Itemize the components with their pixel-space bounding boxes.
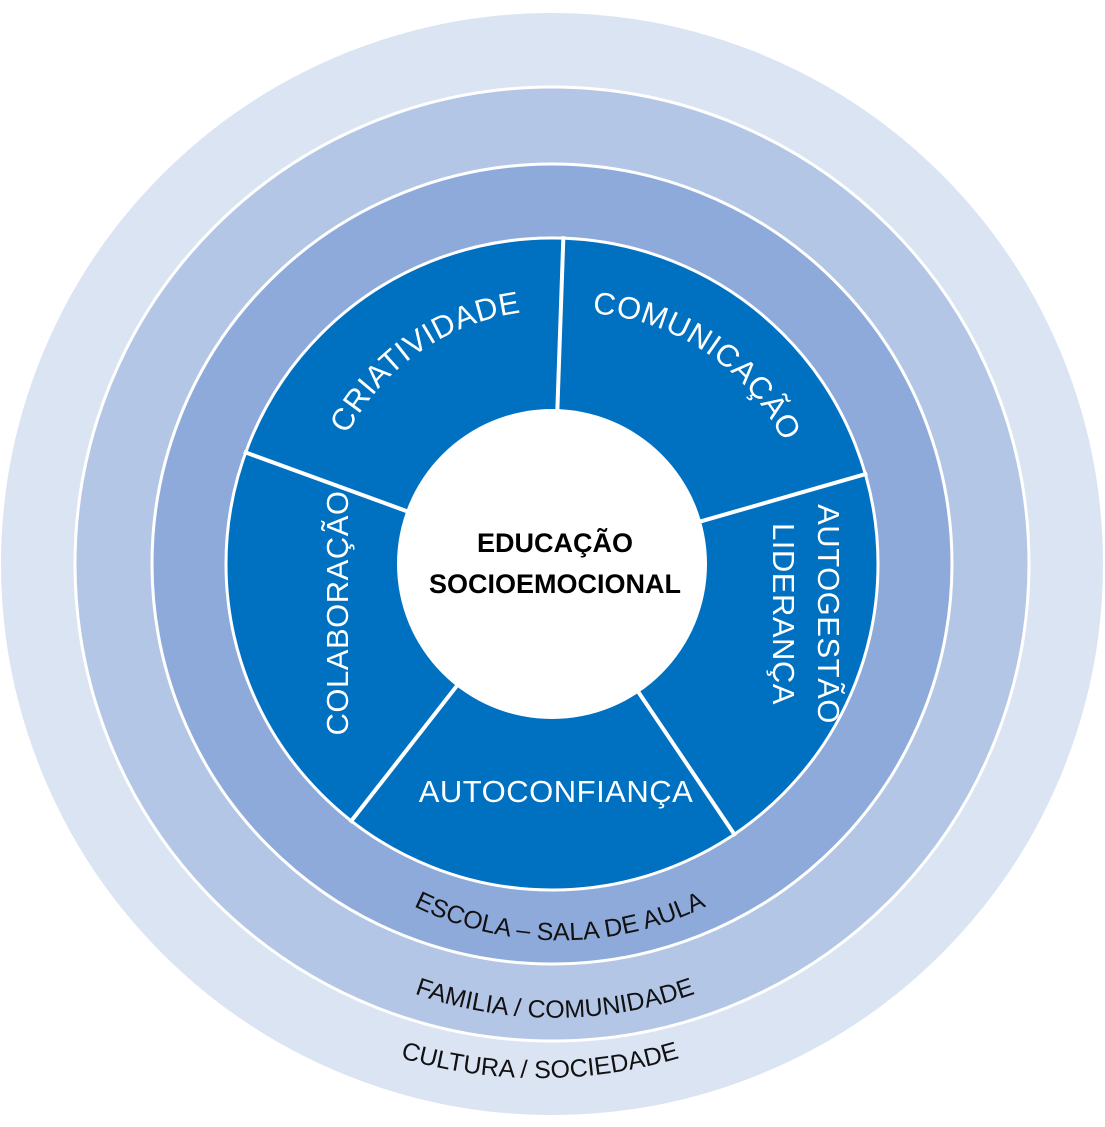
segment-divider-colaboracao-criatividade (243, 449, 412, 515)
segment-divider-autoconfianca-colaboracao (348, 680, 462, 824)
center-title-line1: EDUCAÇÃO (477, 527, 633, 558)
segment-label-autogestao: AUTOGESTÃO (811, 504, 846, 724)
segment-divider-autogestao-autoconfianca (634, 687, 738, 838)
center-circle (397, 409, 707, 719)
segment-divider-criatividade-comunicacao (555, 236, 566, 415)
segment-label-lideranca: LIDERANÇA (766, 523, 801, 705)
segment-divider-comunicacao-autogestao (695, 471, 868, 525)
segment-label-autoconfianca: AUTOCONFIANÇA (419, 774, 694, 809)
center-title-line2: SOCIOEMOCIONAL (429, 569, 681, 599)
segment-label-colaboracao: COLABORAÇÃO (320, 491, 355, 736)
